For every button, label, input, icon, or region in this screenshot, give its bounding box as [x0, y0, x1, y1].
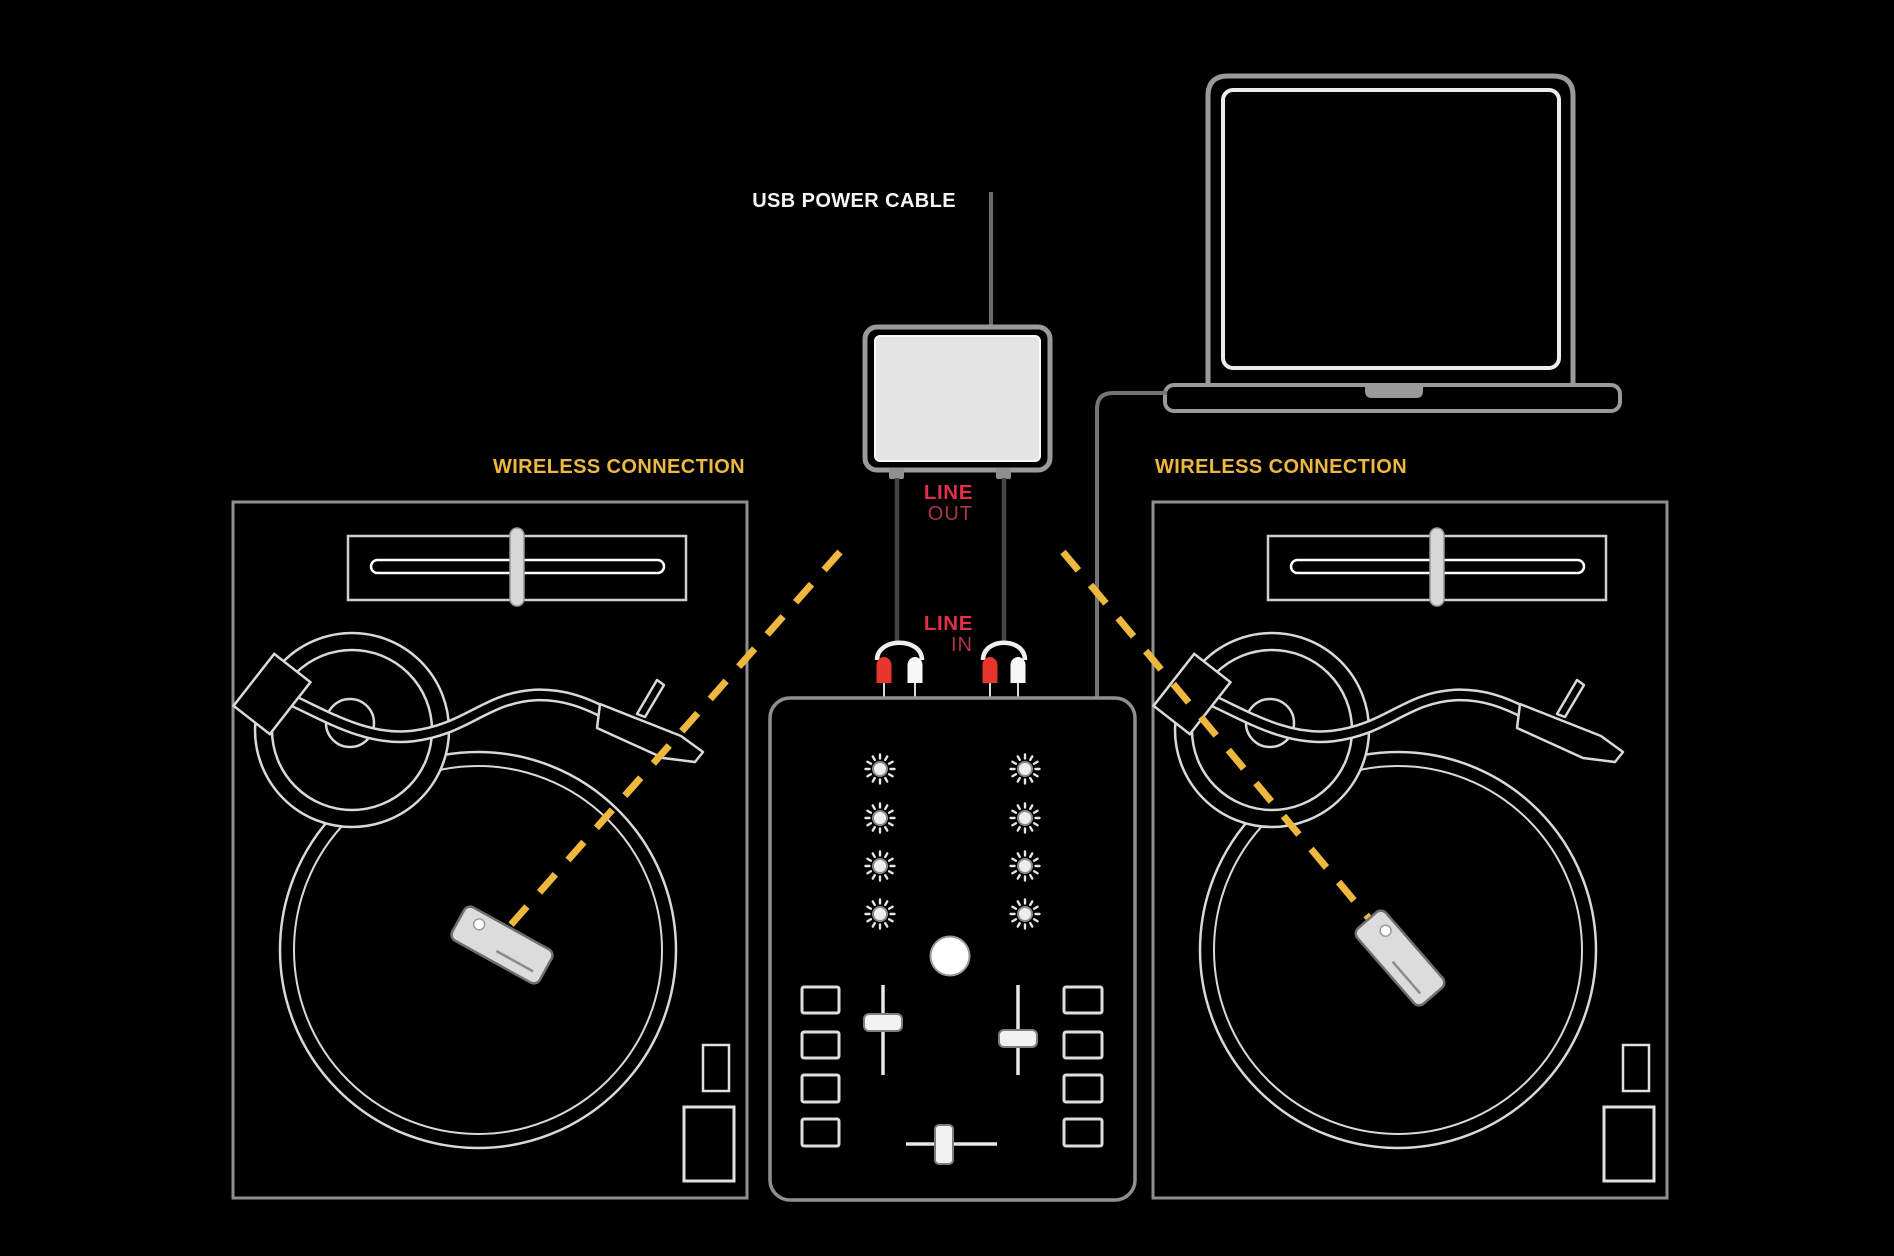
laptop-cable [1095, 391, 1167, 699]
mixer-browse-knob [929, 935, 971, 977]
rca-plug-white-icon [907, 657, 923, 683]
line-in-word1: LINE [923, 612, 973, 635]
audio-interface-box [862, 324, 1053, 479]
rca-cable-left [874, 478, 925, 698]
mixer-pad-button [1062, 985, 1104, 1015]
wireless-link-right [1060, 549, 1375, 925]
mixer-pad-button [800, 1117, 841, 1148]
turntable-right [1153, 502, 1667, 1198]
mixer-pad-button [1062, 1073, 1104, 1104]
mixer-pad-button [1062, 1117, 1104, 1148]
line-out-word2: OUT [927, 503, 973, 525]
mixer-fader-right [998, 985, 1038, 1075]
rca-plug-red-icon [876, 657, 892, 683]
rca-plug-white-icon [1010, 657, 1026, 683]
mixer-pad-button [800, 1073, 841, 1104]
line-out-label: LINE OUT [853, 481, 973, 525]
rca-plug-red-icon [982, 657, 998, 683]
mixer-pad-button [800, 985, 841, 1015]
mixer-crossfader [906, 1124, 997, 1165]
line-out-word1: LINE [923, 481, 973, 504]
rca-cable-right [980, 478, 1028, 698]
laptop-notch [1365, 387, 1423, 398]
usb-power-cable-label: USB POWER CABLE [752, 190, 956, 212]
mixer-fader-left [863, 985, 903, 1075]
wireless-connection-right-label: WIRELESS CONNECTION [1155, 456, 1408, 478]
mixer-pad-button [1062, 1030, 1104, 1060]
turntable-left [233, 502, 747, 1198]
line-in-label: LINE IN [853, 612, 973, 656]
laptop-screen [1221, 88, 1561, 370]
mixer-pad-button [800, 1030, 841, 1060]
laptop [1163, 73, 1622, 413]
line-in-word2: IN [951, 634, 973, 656]
dj-mixer [768, 696, 1137, 1202]
wireless-connection-left-label: WIRELESS CONNECTION [492, 456, 745, 478]
